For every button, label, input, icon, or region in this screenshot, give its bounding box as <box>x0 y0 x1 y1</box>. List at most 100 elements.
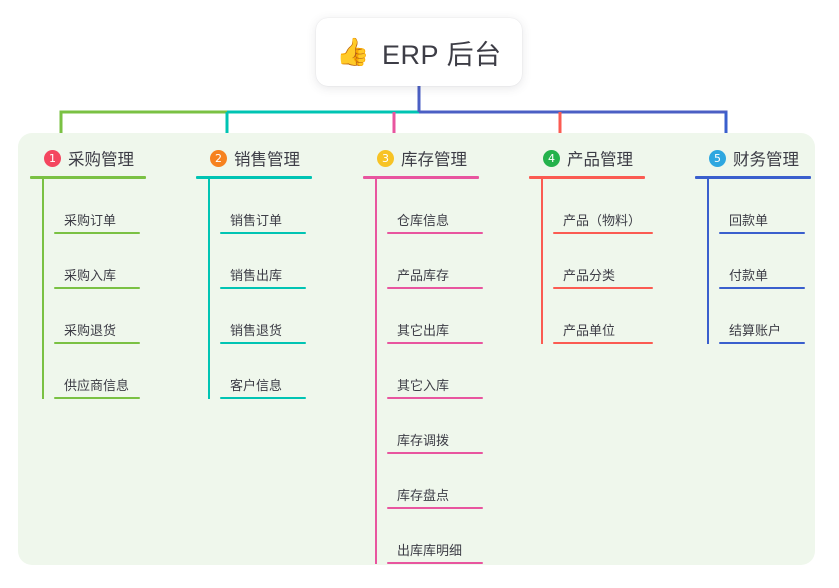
leaf-item-rule <box>387 287 483 289</box>
leaf-item[interactable]: 其它出库 <box>375 289 483 344</box>
leaf-item[interactable]: 库存调拨 <box>375 399 483 454</box>
leaf-item-rule <box>553 342 653 344</box>
branch-badge-3: 3 <box>377 149 394 167</box>
leaf-item-label: 库存盘点 <box>397 488 450 503</box>
branch-badge-4: 4 <box>543 149 560 167</box>
leaf-item-label: 回款单 <box>729 213 769 228</box>
leaf-item-label: 产品分类 <box>563 268 616 283</box>
leaf-item[interactable]: 回款单 <box>707 179 811 234</box>
branch-spine-5 <box>707 179 709 344</box>
branches-panel <box>18 133 815 565</box>
branch-spine-2 <box>208 179 210 399</box>
leaf-item-rule <box>54 287 140 289</box>
leaf-item-label: 其它出库 <box>397 323 450 338</box>
branch-column-3: 3 库存管理仓库信息产品库存其它出库其它入库库存调拨库存盘点出库库明细 <box>363 146 483 564</box>
leaf-item-label: 产品库存 <box>397 268 450 283</box>
root-node-title: ERP 后台 <box>382 39 502 70</box>
leaf-item[interactable]: 销售订单 <box>208 179 312 234</box>
leaf-item[interactable]: 其它入库 <box>375 344 483 399</box>
leaf-item-rule <box>54 397 140 399</box>
branch-header-1[interactable]: 1 采购管理 <box>30 146 146 170</box>
leaf-item-rule <box>553 287 653 289</box>
leaf-item-rule <box>387 562 483 564</box>
branch-title-3: 库存管理 <box>401 151 467 169</box>
branch-items-4: 产品（物料） 产品分类产品单位 <box>529 179 653 344</box>
branch-header-2[interactable]: 2 销售管理 <box>196 146 312 170</box>
branch-spine-3 <box>375 179 377 564</box>
leaf-item[interactable]: 产品（物料） <box>541 179 653 234</box>
thumbs-up-icon: 👍 <box>336 36 371 67</box>
branch-title-4: 产品管理 <box>567 151 633 169</box>
leaf-item-label: 产品（物料） <box>563 213 642 228</box>
leaf-item[interactable]: 产品分类 <box>541 234 653 289</box>
branch-title-5: 财务管理 <box>733 151 799 169</box>
leaf-item-label: 销售出库 <box>230 268 283 283</box>
leaf-item[interactable]: 结算账户 <box>707 289 811 344</box>
branch-header-rule-4 <box>529 176 645 179</box>
leaf-item[interactable]: 出库库明细 <box>375 509 483 564</box>
branch-badge-2: 2 <box>210 149 227 167</box>
leaf-item[interactable]: 客户信息 <box>208 344 312 399</box>
branch-spine-4 <box>541 179 543 344</box>
branch-header-rule-3 <box>363 176 479 179</box>
branch-spine-1 <box>42 179 44 399</box>
leaf-item-rule <box>220 232 306 234</box>
leaf-item-rule <box>387 397 483 399</box>
leaf-item-label: 客户信息 <box>230 378 283 393</box>
branch-title-1: 采购管理 <box>68 151 134 169</box>
leaf-item[interactable]: 仓库信息 <box>375 179 483 234</box>
leaf-item-rule <box>387 232 483 234</box>
leaf-item-rule <box>54 342 140 344</box>
leaf-item-label: 销售退货 <box>230 323 283 338</box>
leaf-item[interactable]: 供应商信息 <box>42 344 146 399</box>
leaf-item-rule <box>719 232 805 234</box>
branch-header-3[interactable]: 3 库存管理 <box>363 146 479 170</box>
leaf-item-label: 产品单位 <box>563 323 616 338</box>
leaf-item-label: 其它入库 <box>397 378 450 393</box>
leaf-item-label: 出库库明细 <box>397 543 463 558</box>
leaf-item-rule <box>553 232 653 234</box>
leaf-item-rule <box>719 342 805 344</box>
leaf-item-rule <box>220 287 306 289</box>
leaf-item[interactable]: 产品单位 <box>541 289 653 344</box>
branch-badge-1: 1 <box>44 149 61 167</box>
branch-title-2: 销售管理 <box>234 151 300 169</box>
leaf-item-rule <box>387 452 483 454</box>
leaf-item[interactable]: 库存盘点 <box>375 454 483 509</box>
branch-header-rule-2 <box>196 176 312 179</box>
leaf-item[interactable]: 销售出库 <box>208 234 312 289</box>
branch-column-1: 1 采购管理采购订单采购入库采购退货供应商信息 <box>30 146 146 399</box>
leaf-item-rule <box>719 287 805 289</box>
leaf-item-rule <box>220 397 306 399</box>
root-node-card[interactable]: 👍 ERP 后台 <box>316 18 522 86</box>
leaf-item[interactable]: 采购订单 <box>42 179 146 234</box>
leaf-item[interactable]: 采购退货 <box>42 289 146 344</box>
branch-column-2: 2 销售管理销售订单销售出库销售退货客户信息 <box>196 146 312 399</box>
leaf-item[interactable]: 付款单 <box>707 234 811 289</box>
leaf-item[interactable]: 采购入库 <box>42 234 146 289</box>
branch-items-3: 仓库信息产品库存其它出库其它入库库存调拨库存盘点出库库明细 <box>363 179 483 564</box>
leaf-item-label: 采购入库 <box>64 268 117 283</box>
branch-column-4: 4 产品管理产品（物料） 产品分类产品单位 <box>529 146 653 344</box>
branch-items-2: 销售订单销售出库销售退货客户信息 <box>196 179 312 399</box>
leaf-item[interactable]: 销售退货 <box>208 289 312 344</box>
leaf-item-label: 仓库信息 <box>397 213 450 228</box>
branch-header-4[interactable]: 4 产品管理 <box>529 146 645 170</box>
branch-items-1: 采购订单采购入库采购退货供应商信息 <box>30 179 146 399</box>
leaf-item-label: 库存调拨 <box>397 433 450 448</box>
leaf-item-rule <box>387 342 483 344</box>
leaf-item-label: 采购退货 <box>64 323 117 338</box>
leaf-item-label: 销售订单 <box>230 213 283 228</box>
leaf-item-rule <box>220 342 306 344</box>
leaf-item-label: 结算账户 <box>729 323 782 338</box>
leaf-item-rule <box>54 232 140 234</box>
branch-items-5: 回款单付款单结算账户 <box>695 179 811 344</box>
leaf-item-label: 采购订单 <box>64 213 117 228</box>
leaf-item[interactable]: 产品库存 <box>375 234 483 289</box>
leaf-item-label: 供应商信息 <box>64 378 130 393</box>
leaf-item-label: 付款单 <box>729 268 769 283</box>
leaf-item-rule <box>387 507 483 509</box>
branch-header-rule-5 <box>695 176 811 179</box>
